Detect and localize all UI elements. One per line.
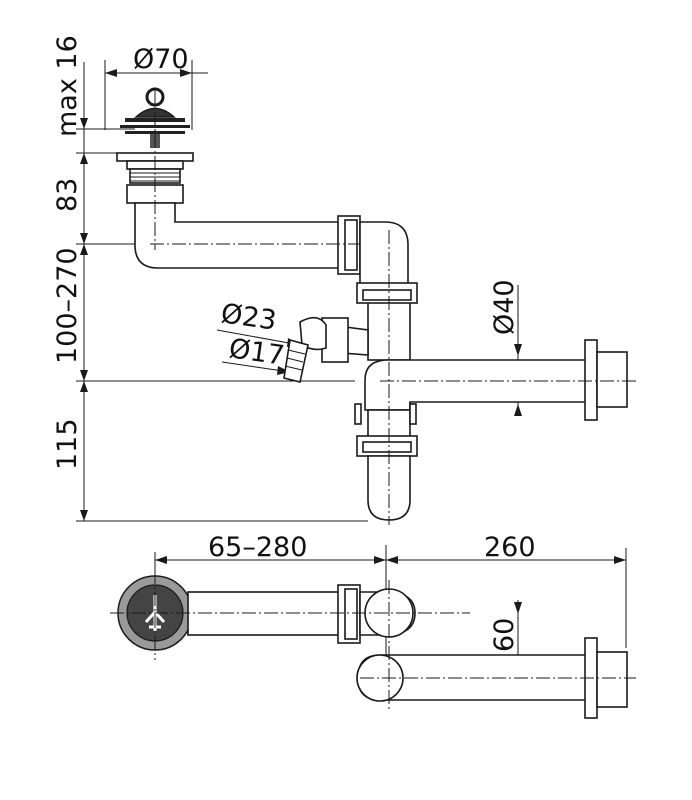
plug-diameter-label: Ø70 [133,44,189,75]
side-view [116,87,636,525]
hose-connector-icon [283,316,369,383]
hose-outer-diameter-label: Ø23 [219,298,278,336]
dimension-labels: Ø70 max 16 83 100–270 115 Ø23 Ø17 Ø40 65… [52,35,536,652]
upper-height-label: 83 [52,178,83,212]
outlet-diameter-label: Ø40 [489,279,520,335]
offset-label: 60 [489,618,520,652]
top-view [110,570,636,719]
outlet-length-label: 260 [484,532,536,563]
hose-inner-diameter-label: Ø17 [227,333,286,371]
mid-height-label: 100–270 [52,247,83,364]
horizontal-reach-label: 65–280 [208,532,307,563]
lower-height-label: 115 [52,418,83,470]
max-height-label: max 16 [52,35,83,137]
